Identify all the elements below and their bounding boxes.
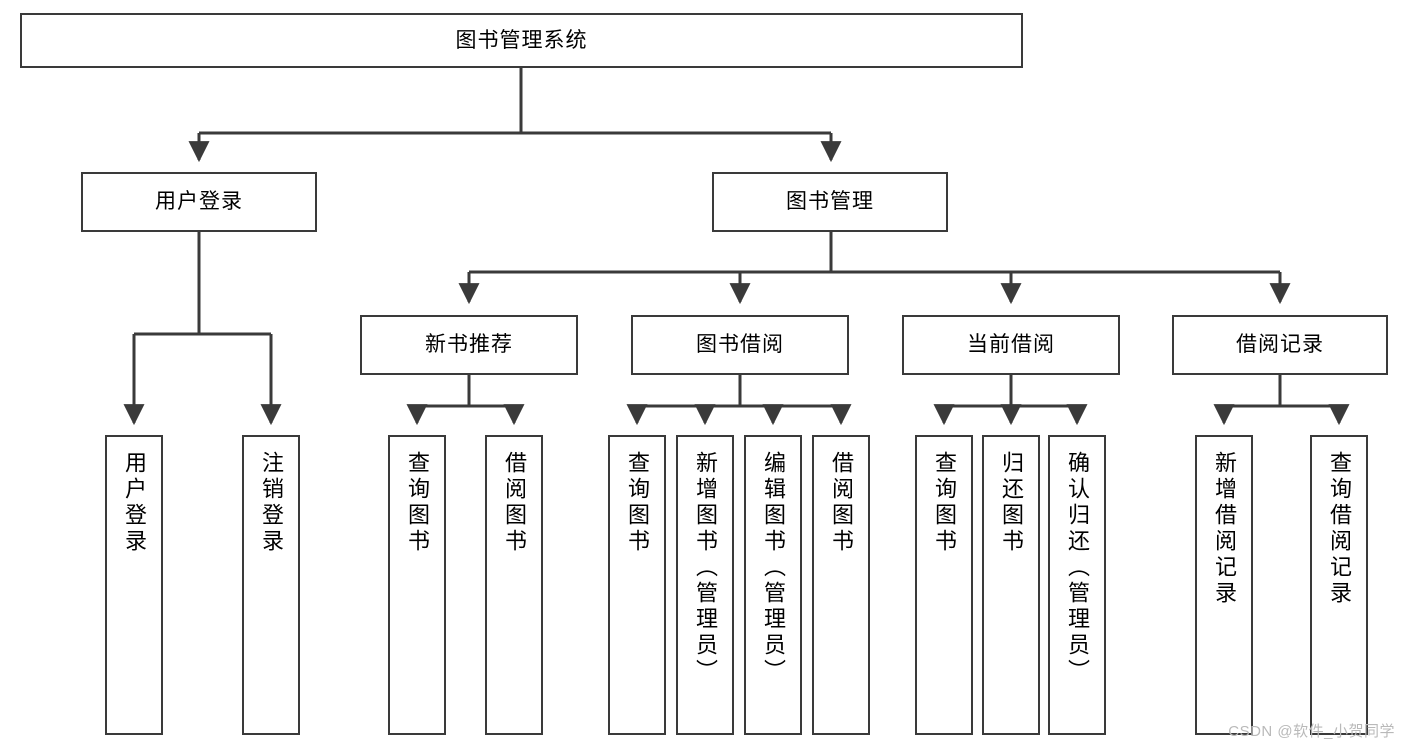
node-user-login[interactable]: 用户登录 — [81, 172, 317, 232]
node-leaf-confirm-return[interactable]: 确认归还（管理员） — [1048, 435, 1106, 735]
node-label: 注销登录 — [259, 451, 284, 555]
node-leaf-add-book[interactable]: 新增图书（管理员） — [676, 435, 734, 735]
node-label: 归还图书 — [999, 451, 1024, 555]
node-label: 确认归还（管理员） — [1065, 451, 1090, 685]
node-label: 查询图书 — [405, 451, 430, 555]
node-leaf-return-book[interactable]: 归还图书 — [982, 435, 1040, 735]
node-label: 用户登录 — [155, 190, 243, 214]
node-root-book-management-system[interactable]: 图书管理系统 — [20, 13, 1023, 68]
node-leaf-logout-login[interactable]: 注销登录 — [242, 435, 300, 735]
node-label: 图书管理 — [786, 190, 874, 214]
node-label: 借阅图书 — [829, 451, 854, 555]
node-label: 借阅图书 — [502, 451, 527, 555]
node-label: 借阅记录 — [1236, 333, 1324, 357]
node-label: 新增图书（管理员） — [693, 451, 718, 685]
node-leaf-edit-book[interactable]: 编辑图书（管理员） — [744, 435, 802, 735]
node-leaf-add-borrow-record[interactable]: 新增借阅记录 — [1195, 435, 1253, 735]
node-label: 编辑图书（管理员） — [761, 451, 786, 685]
node-label: 图书管理系统 — [455, 28, 588, 52]
node-leaf-query-book-borrow[interactable]: 查询图书 — [608, 435, 666, 735]
node-leaf-user-login[interactable]: 用户登录 — [105, 435, 163, 735]
node-leaf-query-book-current[interactable]: 查询图书 — [915, 435, 973, 735]
node-current-borrow[interactable]: 当前借阅 — [902, 315, 1120, 375]
node-leaf-borrow-book[interactable]: 借阅图书 — [812, 435, 870, 735]
node-leaf-query-book-new[interactable]: 查询图书 — [388, 435, 446, 735]
node-label: 当前借阅 — [967, 333, 1055, 357]
node-label: 新书推荐 — [425, 333, 513, 357]
node-book-management[interactable]: 图书管理 — [712, 172, 948, 232]
node-book-borrow[interactable]: 图书借阅 — [631, 315, 849, 375]
node-label: 查询图书 — [625, 451, 650, 555]
node-label: 新增借阅记录 — [1212, 451, 1237, 607]
node-label: 查询图书 — [932, 451, 957, 555]
node-label: 图书借阅 — [696, 333, 784, 357]
node-leaf-borrow-book-new[interactable]: 借阅图书 — [485, 435, 543, 735]
node-new-book-recommend[interactable]: 新书推荐 — [360, 315, 578, 375]
csdn-watermark: CSDN @软件_小贺同学 — [1228, 723, 1395, 740]
node-leaf-query-borrow-record[interactable]: 查询借阅记录 — [1310, 435, 1368, 735]
node-label: 用户登录 — [122, 451, 147, 555]
node-label: 查询借阅记录 — [1327, 451, 1352, 607]
node-borrow-record[interactable]: 借阅记录 — [1172, 315, 1388, 375]
